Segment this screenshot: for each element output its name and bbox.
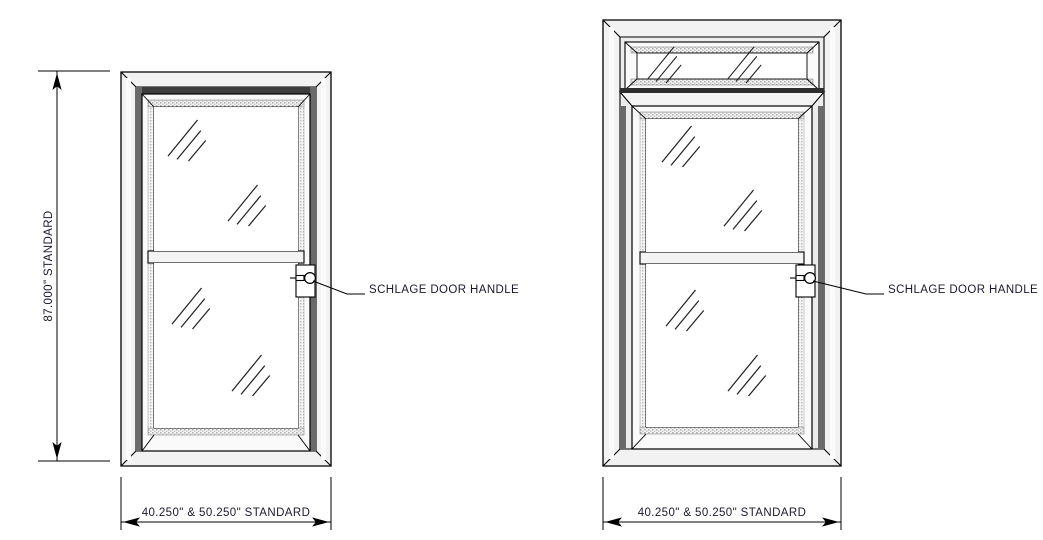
handle-cylinder-icon[interactable] xyxy=(803,272,816,285)
width-dimension: 40.250" & 50.250" STANDARD xyxy=(120,477,332,530)
transom-sash[interactable] xyxy=(624,41,820,91)
width-dimension: 40.250" & 50.250" STANDARD xyxy=(602,477,842,530)
glass-lite-upper xyxy=(646,119,798,252)
transom-weatherstrip-head xyxy=(630,46,814,54)
dimension-arrow-down xyxy=(52,442,62,459)
door-handle[interactable] xyxy=(790,264,816,298)
glass-lite-lower xyxy=(646,264,798,427)
handle-callout: SCHLAGE DOOR HANDLE xyxy=(812,280,1038,296)
callout-leader-line xyxy=(812,280,884,295)
handle-callout-label: SCHLAGE DOOR HANDLE xyxy=(369,284,519,296)
width-dimension-label: 40.250" & 50.250" STANDARD xyxy=(142,507,311,519)
dimension-arrow-up xyxy=(52,73,62,90)
dimension-arrow-right xyxy=(822,517,839,527)
weatherstrip-sill xyxy=(147,427,305,436)
panel-door-standard[interactable]: 87.000" STANDARD xyxy=(38,70,519,530)
weatherstrip-sill xyxy=(639,426,805,435)
transom-separator-rail xyxy=(618,88,826,107)
handle-callout-label: SCHLAGE DOOR HANDLE xyxy=(888,284,1038,296)
height-dimension: 87.000" STANDARD xyxy=(38,70,110,462)
panel-door-with-transom[interactable]: SCHLAGE DOOR HANDLE 40.250" & 50.250" ST… xyxy=(602,19,1038,530)
handle-lever[interactable] xyxy=(295,274,305,282)
dimension-arrow-right xyxy=(312,517,329,527)
weatherstrip-hinge-stile xyxy=(639,118,647,428)
callout-leader-line xyxy=(312,280,365,295)
width-dimension-label: 40.250" & 50.250" STANDARD xyxy=(638,507,807,519)
door-handle[interactable] xyxy=(290,264,317,298)
handle-cylinder-icon[interactable] xyxy=(304,272,317,285)
door-mid-rail xyxy=(147,250,305,264)
glass-lite-upper xyxy=(154,107,298,251)
weatherstrip-head xyxy=(147,99,305,108)
handle-callout: SCHLAGE DOOR HANDLE xyxy=(312,280,519,296)
weatherstrip-hinge-stile xyxy=(147,106,155,429)
handle-lever[interactable] xyxy=(795,274,805,282)
dimension-arrow-left xyxy=(123,517,140,527)
weatherstrip-head xyxy=(639,111,805,120)
glass-lite-lower xyxy=(154,263,298,428)
dimension-arrow-left xyxy=(605,517,622,527)
transom-door-mid-rail xyxy=(639,251,805,265)
height-dimension-label: 87.000" STANDARD xyxy=(43,210,55,321)
transom-weatherstrip-sill xyxy=(630,78,814,86)
